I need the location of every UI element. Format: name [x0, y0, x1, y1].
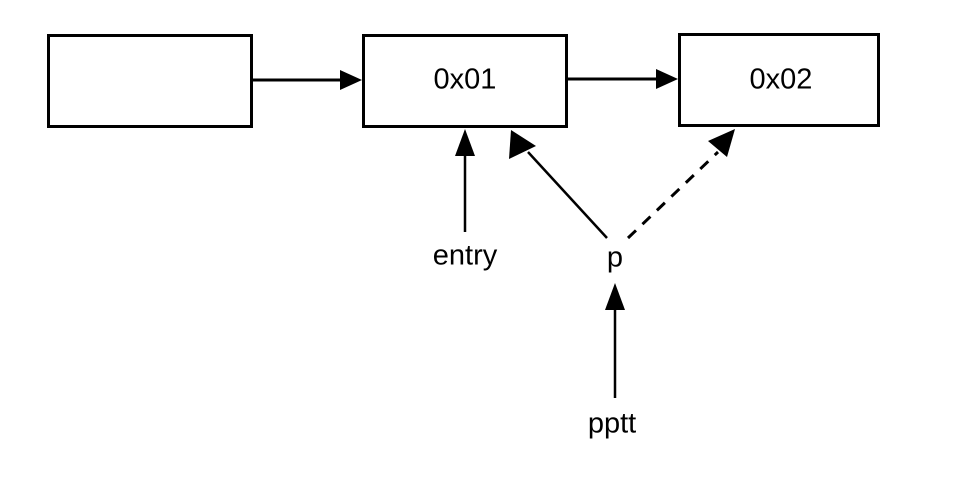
pointer-label-pptt: pptt: [588, 408, 636, 440]
edge-p-to-0x01-line: [527, 151, 608, 239]
edge-p-to-0x01: [509, 130, 608, 239]
edge-pptt-to-p: [605, 283, 625, 398]
pointer-label-p: p: [607, 242, 623, 274]
edge-p-to-0x02-line: [626, 150, 720, 240]
edge-0x01-to-0x02-arrowhead: [656, 69, 678, 89]
edge-0x01-to-0x02: [568, 69, 678, 89]
node-box-empty[interactable]: [47, 34, 253, 128]
edge-entry-to-0x01: [455, 129, 475, 232]
pointer-label-entry: entry: [433, 240, 498, 272]
edge-p-to-0x02-arrowhead: [708, 129, 735, 157]
edge-p-to-0x01-arrowhead: [509, 130, 536, 159]
node-label-0x01: 0x01: [434, 64, 497, 96]
edge-pptt-to-p-arrowhead: [605, 283, 625, 310]
edge-p-to-0x02: [626, 129, 735, 240]
node-label-0x02: 0x02: [750, 64, 813, 96]
edge-empty-to-0x01-arrowhead: [340, 70, 362, 90]
edge-entry-to-0x01-arrowhead: [455, 129, 475, 156]
node-box-0x01[interactable]: [362, 34, 568, 128]
node-box-0x02[interactable]: [678, 33, 880, 127]
edge-empty-to-0x01: [253, 70, 362, 90]
